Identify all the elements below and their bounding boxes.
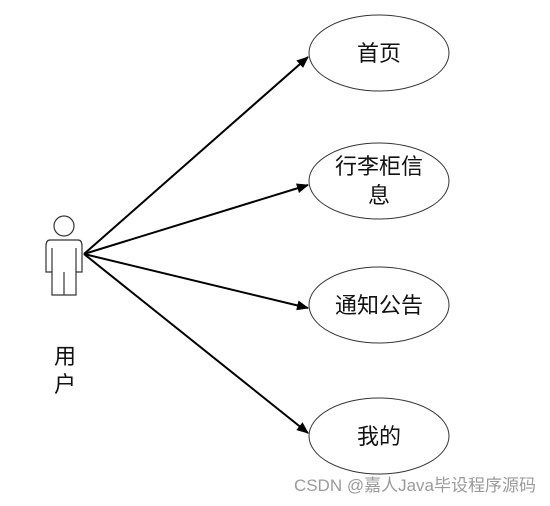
actor-body bbox=[45, 239, 83, 296]
use-case-3-label: 通知公告 bbox=[335, 294, 423, 319]
actor-label-line2: 户 bbox=[54, 373, 76, 398]
use-case-1-ellipse bbox=[308, 14, 450, 92]
association-arrow-2 bbox=[83, 183, 309, 255]
actor-figure bbox=[45, 215, 83, 296]
actor-label-line1: 用 bbox=[54, 345, 76, 370]
use-case-1: 首页 bbox=[308, 14, 450, 92]
use-case-4-ellipse bbox=[308, 397, 450, 475]
watermark-text: CSDN @嘉人Java毕设程序源码 bbox=[293, 476, 536, 495]
use-case-2: 行李柜信 息 bbox=[308, 142, 450, 220]
association-arrow-4 bbox=[83, 253, 309, 434]
association-arrow-1 bbox=[83, 56, 309, 255]
use-case-2-label-line1: 行李柜信 bbox=[335, 155, 423, 180]
association-arrow-3 bbox=[83, 253, 309, 311]
actor-head bbox=[53, 215, 75, 237]
use-case-3-ellipse bbox=[308, 266, 450, 344]
use-case-4: 我的 bbox=[308, 397, 450, 475]
use-case-2-ellipse bbox=[308, 142, 450, 220]
use-case-3: 通知公告 bbox=[308, 266, 450, 344]
use-case-2-label-line2: 息 bbox=[368, 184, 390, 209]
use-case-1-label: 首页 bbox=[357, 42, 401, 67]
use-case-4-label: 我的 bbox=[357, 425, 401, 450]
